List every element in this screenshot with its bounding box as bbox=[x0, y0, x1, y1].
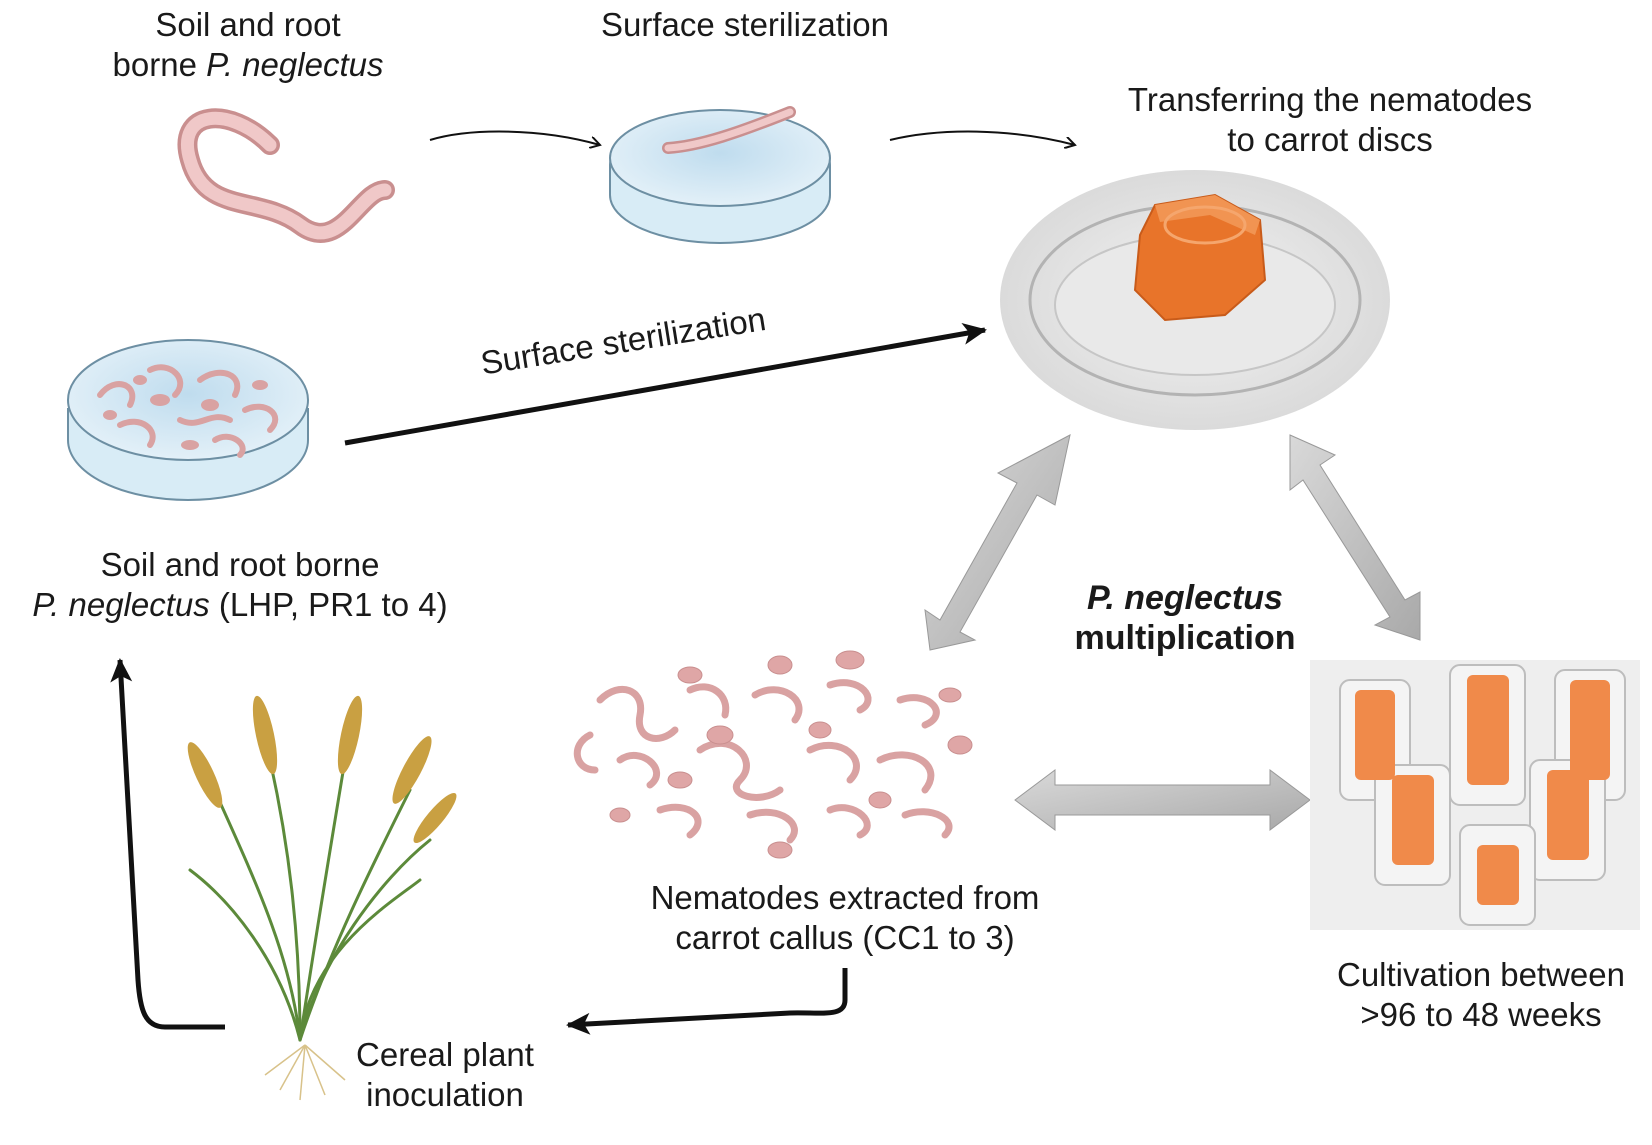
label-sterilization-top: Surface sterilization bbox=[601, 6, 889, 43]
arrow-to-sterilization bbox=[429, 130, 600, 145]
petri-dish-top-icon bbox=[609, 106, 831, 244]
label-multiplication: P. neglectus multiplication bbox=[1040, 578, 1330, 658]
label-multiplication-species: P. neglectus bbox=[1087, 579, 1283, 617]
label-soil-root-left: Soil and root borne P. neglectus (LHP, P… bbox=[0, 545, 480, 625]
arrow-plant-to-soil bbox=[110, 658, 225, 1030]
gray-double-arrow-right bbox=[1289, 434, 1421, 641]
label-transferring-line2: to carrot discs bbox=[1227, 121, 1433, 158]
label-extracted-line1: Nematodes extracted from bbox=[650, 879, 1040, 916]
cultivation-dishes-photo bbox=[1310, 660, 1640, 930]
label-soil-root-top: Soil and root borne P. neglectus bbox=[88, 5, 408, 85]
arrow-sterilization-diagonal bbox=[344, 322, 987, 446]
label-cultivation-line2: >96 to 48 weeks bbox=[1360, 996, 1602, 1033]
label-cereal-line2: inoculation bbox=[366, 1076, 524, 1113]
label-cultivation-line1: Cultivation between bbox=[1336, 956, 1625, 993]
label-multiplication-word: multiplication bbox=[1074, 619, 1296, 657]
label-soil-root-left-species: P. neglectus bbox=[32, 586, 210, 623]
label-soil-root-left-line1: Soil and root borne bbox=[100, 546, 380, 583]
label-extracted-line2: carrot callus (CC1 to 3) bbox=[675, 919, 1015, 956]
label-extracted: Nematodes extracted from carrot callus (… bbox=[620, 878, 1070, 958]
gray-double-arrow-horizontal bbox=[1014, 769, 1311, 831]
label-soil-root-top-prefix: borne bbox=[112, 46, 207, 83]
label-soil-root-top-line1: Soil and root bbox=[155, 6, 341, 43]
gray-double-arrow-left bbox=[924, 434, 1071, 651]
label-cultivation: Cultivation between >96 to 48 weeks bbox=[1310, 955, 1652, 1035]
label-soil-root-top-species: P. neglectus bbox=[206, 46, 384, 83]
cereal-plant-icon bbox=[187, 695, 457, 1101]
label-transferring-line1: Transferring the nematodes bbox=[1127, 81, 1533, 118]
nematode-single-icon bbox=[177, 108, 395, 243]
arrow-extracted-to-cereal bbox=[566, 968, 848, 1035]
label-transferring: Transferring the nematodes to carrot dis… bbox=[1085, 80, 1575, 160]
label-soil-root-left-suffix: (LHP, PR1 to 4) bbox=[209, 586, 448, 623]
nematode-cluster-icon bbox=[573, 650, 973, 859]
carrot-disc-dish-icon bbox=[1000, 170, 1390, 430]
arrow-to-transferring bbox=[889, 130, 1075, 145]
label-cereal: Cereal plant inoculation bbox=[320, 1035, 570, 1115]
petri-dish-left-icon bbox=[67, 339, 309, 501]
label-cereal-line1: Cereal plant bbox=[356, 1036, 534, 1073]
